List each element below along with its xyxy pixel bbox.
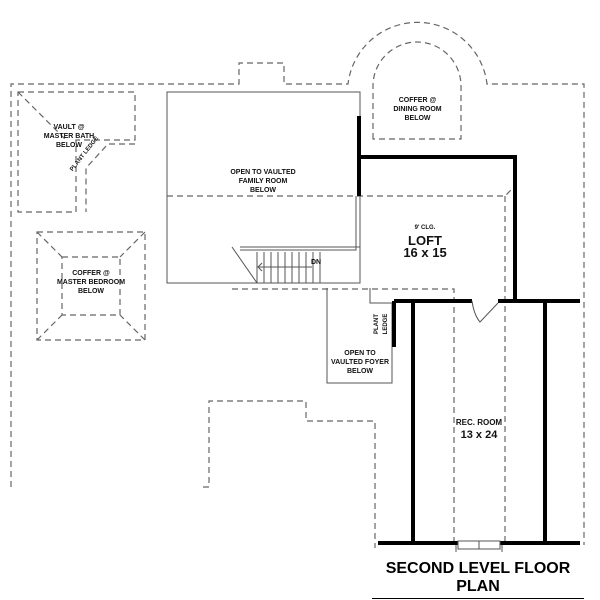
loft-name: LOFT <box>408 233 442 248</box>
lower-outline <box>203 400 376 548</box>
master-bath-label: VAULT @ MASTER BATH BELOW <box>43 124 95 149</box>
loft-wall <box>357 116 517 301</box>
outer-outline <box>10 21 585 545</box>
dining-room-coffer <box>372 41 462 140</box>
loft-door <box>471 300 499 323</box>
loft-ceiling-label: 9' CLG. <box>414 225 436 231</box>
loft-size: 16 x 15 <box>403 245 447 260</box>
dining-room-label: COFFER @ DINING ROOM BELOW <box>393 97 442 122</box>
rec-room-name: REC. ROOM <box>455 418 503 427</box>
plan-title: SECOND LEVEL FLOOR PLAN <box>372 560 584 599</box>
family-room-label: OPEN TO VAULTED FAMILY ROOM BELOW <box>230 169 296 194</box>
master-bedroom-coffer <box>36 231 146 341</box>
master-bedroom-label: COFFER @ MASTER BEDROOM BELOW <box>56 270 126 295</box>
stairs <box>231 246 360 284</box>
rec-room-size: 13 x 24 <box>460 429 498 441</box>
foyer-label: OPEN TO VAULTED FOYER BELOW <box>330 350 390 375</box>
rec-room-window <box>455 540 503 552</box>
rec-room-wall <box>378 299 580 545</box>
plant-ledge-2-label: PLANT LEDGE <box>374 313 389 335</box>
master-bath-vault <box>17 91 136 213</box>
stair-down-label: DN <box>311 259 322 266</box>
